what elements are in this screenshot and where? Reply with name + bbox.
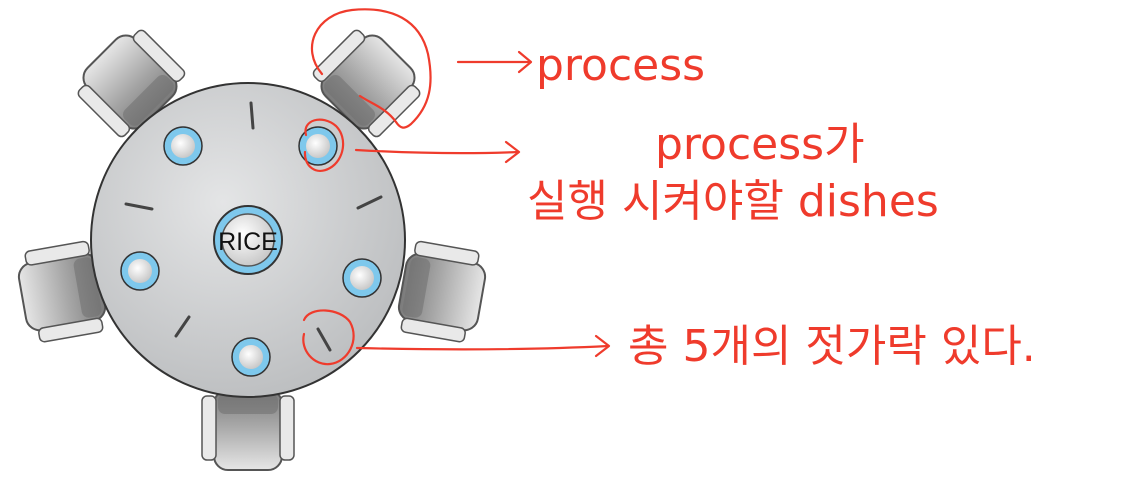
arrowhead-dishes bbox=[504, 140, 521, 164]
chopstick bbox=[124, 202, 154, 211]
circle-around-process bbox=[311, 8, 432, 129]
arrowhead-chopsticks bbox=[594, 334, 611, 358]
dish bbox=[163, 126, 203, 166]
chopstick bbox=[356, 195, 383, 210]
arrowhead-process bbox=[517, 50, 533, 74]
dish bbox=[298, 126, 338, 166]
circle-around-dish bbox=[303, 118, 345, 172]
chopstick bbox=[249, 101, 255, 130]
dishes-annotation-line1: process가 bbox=[655, 119, 865, 170]
chair-bottom bbox=[201, 389, 295, 471]
rice-label: RICE bbox=[218, 228, 278, 256]
dish bbox=[342, 258, 382, 298]
rice-bowl: RICE bbox=[213, 205, 283, 275]
dish bbox=[120, 251, 160, 291]
dish bbox=[231, 337, 271, 377]
arrow-to-dishes bbox=[354, 148, 520, 155]
circle-around-chopstick bbox=[302, 309, 355, 366]
chopstick bbox=[316, 327, 332, 352]
dishes-annotation-line2: 실행 시켜야할 dishes bbox=[527, 176, 939, 227]
process-annotation: process bbox=[536, 40, 706, 91]
chopsticks-annotation: 총 5개의 젓가락 있다. bbox=[628, 321, 1036, 372]
chair-right bbox=[393, 238, 491, 346]
arrow-to-chopsticks bbox=[355, 344, 610, 351]
chopstick bbox=[174, 315, 191, 338]
